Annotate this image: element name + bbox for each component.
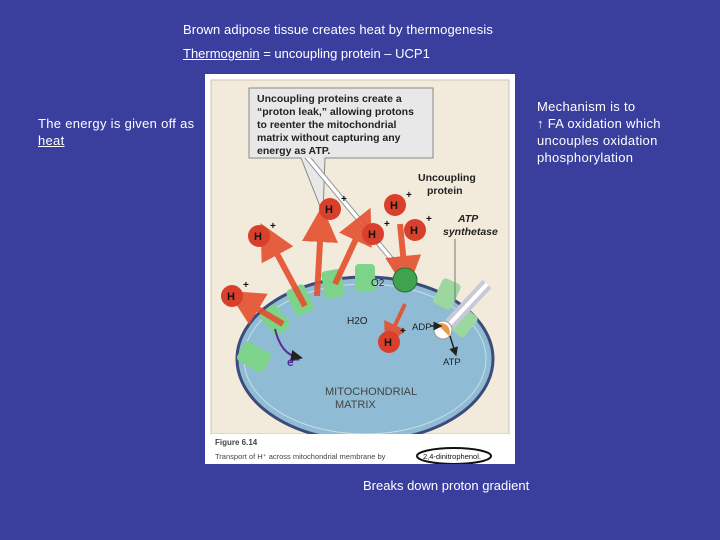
svg-text:+: + bbox=[384, 219, 390, 230]
mechanism-note: Mechanism is to ↑ FA oxidation which unc… bbox=[537, 98, 707, 166]
svg-text:H: H bbox=[390, 200, 398, 212]
energy-note-prefix: The energy is given off as bbox=[38, 116, 194, 131]
heat-keyword: heat bbox=[38, 133, 65, 148]
svg-text:+: + bbox=[243, 280, 249, 291]
atp-label: ATP bbox=[443, 357, 461, 368]
callout-line: energy as ATP. bbox=[257, 145, 330, 157]
h2o-label: H2O bbox=[347, 316, 368, 327]
thermogenin-term: Thermogenin bbox=[183, 46, 260, 61]
atp-synthetase-label: ATP bbox=[457, 213, 479, 225]
energy-heat-note: The energy is given off as heat bbox=[38, 115, 208, 149]
mechanism-line: uncouples oxidation bbox=[537, 132, 707, 149]
mechanism-line: phosphorylation bbox=[537, 149, 707, 166]
adp-label: ADP bbox=[412, 322, 432, 333]
callout-line: “proton leak,” allowing protons bbox=[257, 106, 414, 118]
matrix-label: MATRIX bbox=[335, 399, 376, 411]
svg-text:+: + bbox=[426, 214, 432, 225]
svg-text:+: + bbox=[406, 190, 412, 201]
figure-number: Figure 6.14 bbox=[215, 438, 258, 447]
uncoupling-protein-label: protein bbox=[427, 185, 463, 197]
matrix-label: MITOCHONDRIAL bbox=[325, 386, 417, 398]
electron-label: e⁻ bbox=[287, 355, 300, 369]
svg-text:H: H bbox=[325, 204, 333, 216]
o2-label: O2 bbox=[371, 278, 385, 289]
slide-subtitle: Thermogenin = uncoupling protein – UCP1 bbox=[183, 46, 430, 61]
slide-title: Brown adipose tissue creates heat by the… bbox=[183, 22, 493, 37]
atp-synthetase-label: synthetase bbox=[443, 226, 498, 238]
textbook-figure: Uncoupling proteins create a “proton lea… bbox=[205, 74, 515, 464]
svg-text:H: H bbox=[384, 337, 392, 349]
svg-text:H: H bbox=[227, 291, 235, 303]
svg-text:H: H bbox=[410, 225, 418, 237]
svg-text:+: + bbox=[270, 221, 276, 232]
callout-line: Uncoupling proteins create a bbox=[257, 93, 402, 105]
uncoupling-protein-label: Uncoupling bbox=[418, 172, 476, 184]
figure-caption: Transport of H⁺ across mitochondrial mem… bbox=[215, 452, 386, 461]
mechanism-line: ↑ FA oxidation which bbox=[537, 115, 707, 132]
subtitle-rest: = uncoupling protein – UCP1 bbox=[260, 46, 430, 61]
mechanism-line: Mechanism is to bbox=[537, 98, 707, 115]
proton-gradient-note: Breaks down proton gradient bbox=[363, 478, 529, 493]
uncoupling-protein-icon bbox=[393, 268, 417, 292]
callout-line: to reenter the mitochondrial bbox=[257, 119, 397, 131]
uncoupling-diagram: Uncoupling proteins create a “proton lea… bbox=[205, 74, 515, 464]
callout-line: matrix without capturing any bbox=[257, 132, 401, 144]
svg-text:H: H bbox=[368, 229, 376, 241]
svg-text:+: + bbox=[400, 326, 406, 337]
circled-compound-label: 2,4-dinitrophenol. bbox=[423, 452, 481, 461]
svg-text:+: + bbox=[341, 194, 347, 205]
svg-text:H: H bbox=[254, 231, 262, 243]
